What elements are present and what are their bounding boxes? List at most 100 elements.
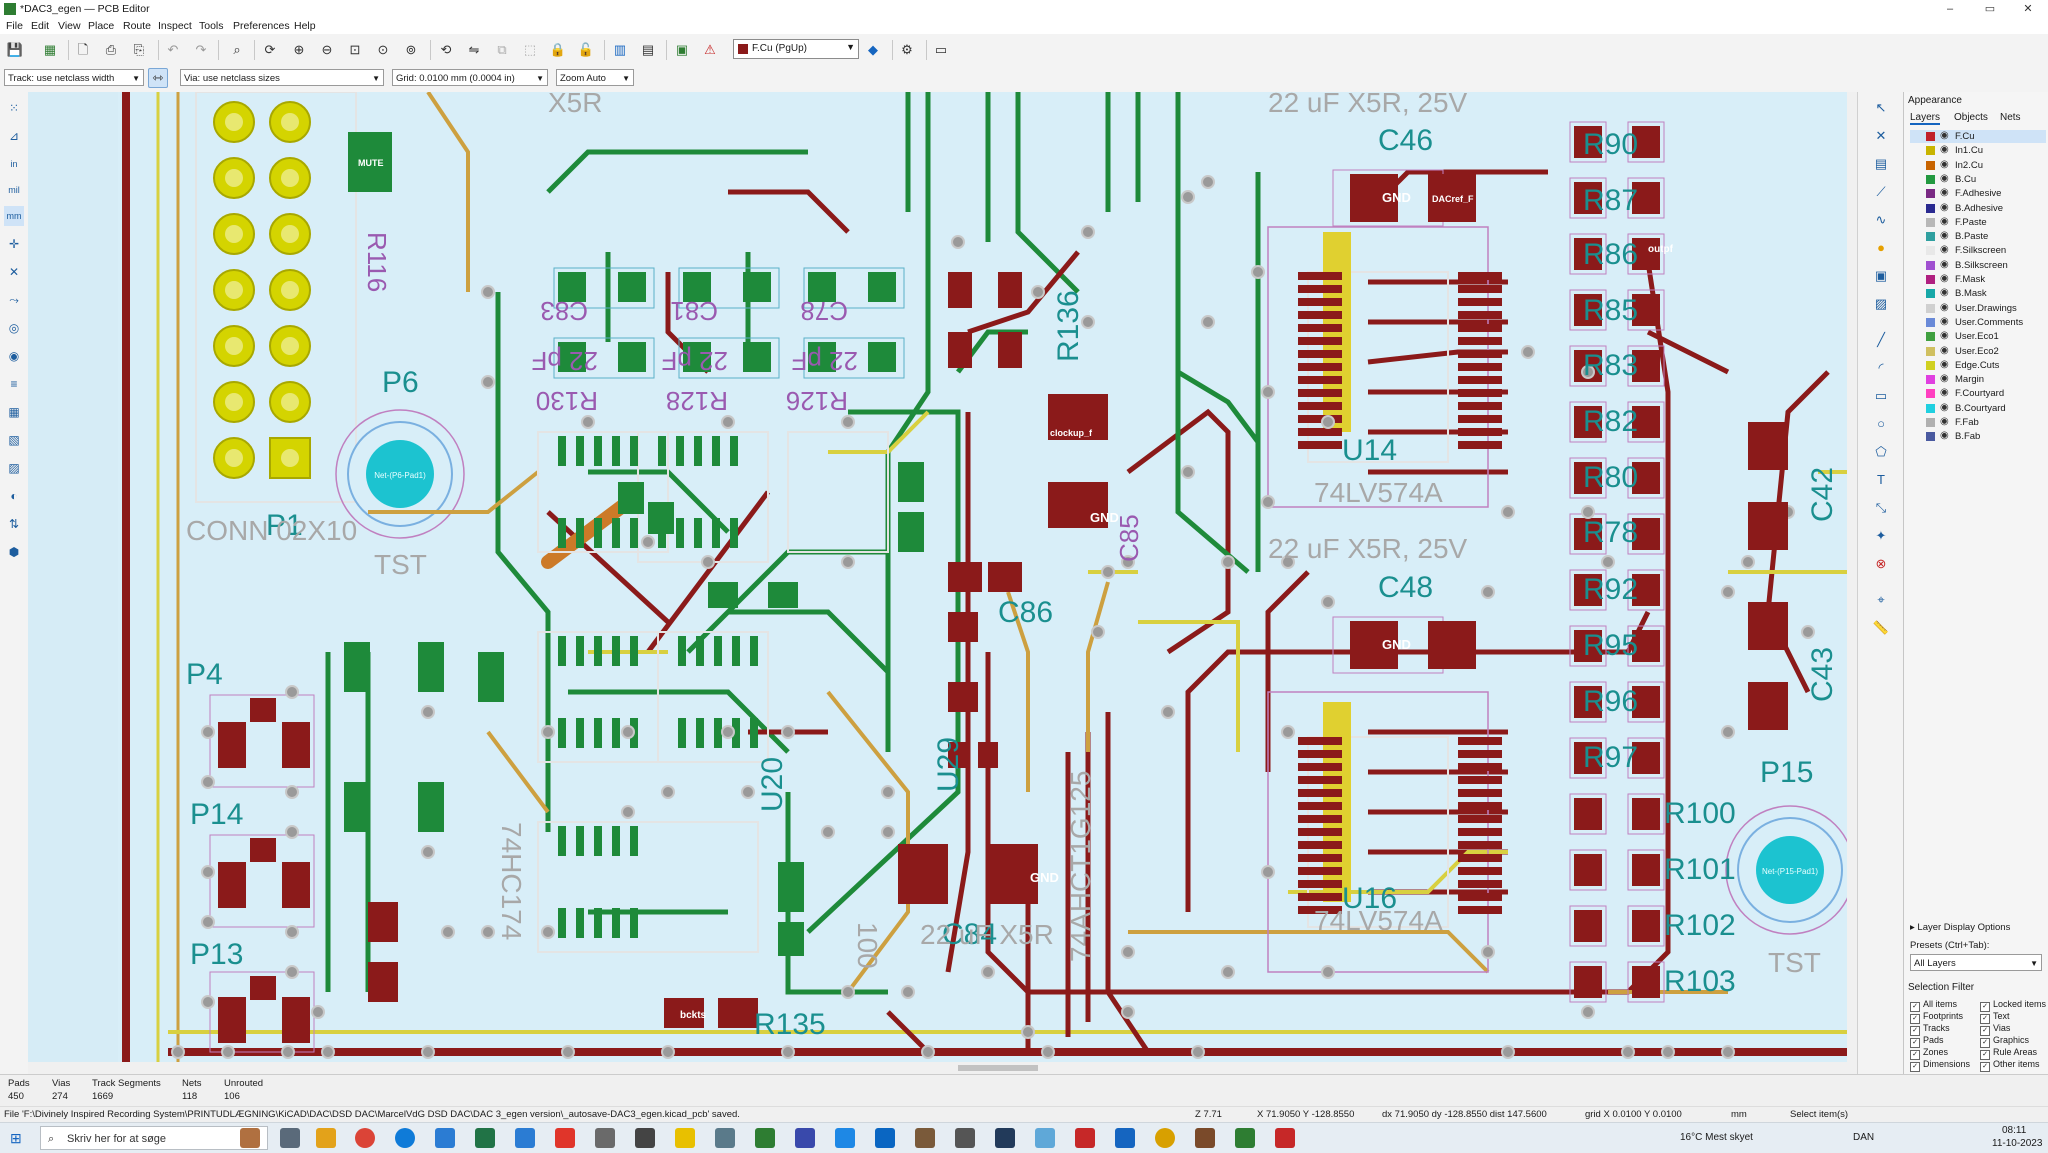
excel-icon[interactable] [475,1128,495,1148]
calculator-icon[interactable] [835,1128,855,1148]
pcb-canvas[interactable]: Net-(P6-Pad1) Net-(P15-Pad1) [28,92,1857,1062]
taskbar-search-input[interactable]: ⌕ Skriv her for at søge [40,1126,268,1150]
layer-row[interactable]: ◉User.Drawings [1910,302,2046,315]
layer-pair-icon[interactable]: ◆ [868,42,878,57]
app-icon-11[interactable] [1115,1128,1135,1148]
layer-row[interactable]: ◉User.Eco2 [1910,345,2046,358]
route-track-icon[interactable]: ⟋ [1876,184,1886,199]
selection-filter-checkbox[interactable]: ✓Rule Areas [1980,1047,2037,1060]
layer-row[interactable]: ◉In2.Cu [1910,159,2046,172]
visibility-eye-icon[interactable]: ◉ [1940,373,1949,385]
polar-coords-icon[interactable]: ⊿ [8,129,20,143]
units-mm-button[interactable]: mm [4,206,24,226]
flip-icon[interactable]: ⇋ [468,42,480,57]
app-icon-4[interactable] [715,1128,735,1148]
tab-layers[interactable]: Layers [1910,112,1941,125]
add-zone-icon[interactable]: ▣ [1874,268,1888,283]
rule-area-icon[interactable]: ▨ [1874,296,1888,311]
layer-row[interactable]: ◉F.Fab [1910,416,2046,429]
local-ratsnest-icon[interactable]: ✕ [1875,128,1887,143]
auto-track-width-icon[interactable]: ⇿ [148,68,168,88]
origin-icon[interactable]: ✦ [1875,528,1887,543]
undo-icon[interactable]: ↶ [167,42,179,57]
word-icon[interactable] [435,1128,455,1148]
layer-color-swatch[interactable] [1926,289,1935,299]
checkbox-icon[interactable]: ✓ [1910,1014,1920,1024]
ratsnest-icon[interactable]: ✕ [8,265,20,279]
visibility-eye-icon[interactable]: ◉ [1940,430,1949,442]
checkbox-icon[interactable]: ✓ [1980,1014,1990,1024]
layer-row[interactable]: ◉F.Cu [1910,130,2046,143]
measure-icon[interactable]: 📏 [1872,620,1890,635]
outlook-icon[interactable] [875,1128,895,1148]
tune-length-icon[interactable]: ∿ [1875,212,1887,227]
layer-row[interactable]: ◉User.Comments [1910,316,2046,329]
acrobat-icon[interactable] [1275,1128,1295,1148]
layer-row[interactable]: ◉B.Silkscreen [1910,259,2046,272]
3d-icon[interactable]: ⬢ [8,545,20,559]
board-setup-icon[interactable]: ▦ [43,42,57,57]
via-outline-icon[interactable]: ◉ [8,349,20,363]
app-icon-6[interactable] [915,1128,935,1148]
selection-filter-checkbox[interactable]: ✓Dimensions [1910,1059,1970,1072]
delete-tool-icon[interactable]: ⊗ [1875,556,1887,571]
layer-color-swatch[interactable] [1926,275,1935,284]
close-button[interactable]: ✕ [2023,3,2033,15]
zoom-select[interactable]: Zoom Auto▼ [556,69,634,86]
chrome-icon[interactable] [355,1128,375,1148]
layer-row[interactable]: ◉User.Eco1 [1910,330,2046,343]
weather-text[interactable]: 16°C Mest skyet [1680,1132,1753,1143]
visibility-eye-icon[interactable]: ◉ [1940,330,1949,342]
checkbox-icon[interactable]: ✓ [1980,1050,1990,1060]
layer-color-swatch[interactable] [1926,346,1935,356]
layer-color-swatch[interactable] [1926,418,1935,427]
selection-filter-checkbox[interactable]: ✓All items [1910,999,1957,1012]
menu-route[interactable]: Route [123,20,152,32]
add-text-icon[interactable]: T [1877,472,1885,487]
visibility-eye-icon[interactable]: ◉ [1940,258,1949,270]
checkbox-icon[interactable]: ✓ [1910,1050,1920,1060]
menu-file[interactable]: File [6,20,23,32]
selection-filter-checkbox[interactable]: ✓Other items [1980,1059,2040,1072]
draw-polygon-icon[interactable]: ⬠ [1875,444,1887,459]
find-icon[interactable]: ⌕ [233,42,241,57]
layer-color-swatch[interactable] [1926,403,1935,413]
app-icon-5[interactable] [755,1128,775,1148]
pcbnew-icon[interactable] [1235,1128,1255,1148]
menu-help[interactable]: Help [294,20,316,32]
maximize-button[interactable]: ▭ [1984,3,1996,15]
task-view-icon[interactable] [280,1128,300,1148]
app-icon-2[interactable] [635,1128,655,1148]
net-color-icon[interactable]: ▨ [8,461,20,475]
menu-place[interactable]: Place [88,20,115,32]
layer-row[interactable]: ◉B.Cu [1910,173,2046,186]
zoom-objects-icon[interactable]: ⊙ [377,42,389,57]
visibility-eye-icon[interactable]: ◉ [1940,344,1949,356]
grid-origin-icon[interactable]: ⌖ [1877,592,1885,607]
presets-select[interactable]: All Layers▼ [1910,954,2042,971]
edge-icon[interactable] [395,1128,415,1148]
pdf-icon[interactable] [555,1128,575,1148]
add-via-icon[interactable]: ● [1877,240,1885,255]
layer-row[interactable]: ◉F.Silkscreen [1910,244,2046,257]
unlock-icon[interactable]: 🔓 [577,42,595,57]
windows-start-icon[interactable]: ⊞ [10,1130,22,1146]
curved-ratsnest-icon[interactable]: ⤳ [9,293,19,307]
layer-color-swatch[interactable] [1926,203,1935,213]
draw-rect-icon[interactable]: ▭ [1874,388,1888,403]
visibility-eye-icon[interactable]: ◉ [1940,244,1949,256]
selection-filter-checkbox[interactable]: ✓Footprints [1910,1011,1963,1024]
grid-toggle-icon[interactable]: ⁙ [8,101,20,115]
layer-row[interactable]: ◉F.Mask [1910,273,2046,286]
app-icon-8[interactable] [995,1128,1015,1148]
layer-row[interactable]: ◉F.Paste [1910,216,2046,229]
pad-outline-icon[interactable]: ◎ [8,321,20,335]
update-pcb-icon[interactable]: ▣ [675,42,689,57]
app-icon-1[interactable] [595,1128,615,1148]
clock-time[interactable]: 08:11 [2002,1125,2027,1136]
selection-filter-checkbox[interactable]: ✓Zones [1910,1047,1948,1060]
save-icon[interactable]: 💾 [6,42,24,57]
tab-objects[interactable]: Objects [1954,112,1988,123]
layer-color-swatch[interactable] [1926,389,1935,399]
visibility-eye-icon[interactable]: ◉ [1940,130,1949,141]
